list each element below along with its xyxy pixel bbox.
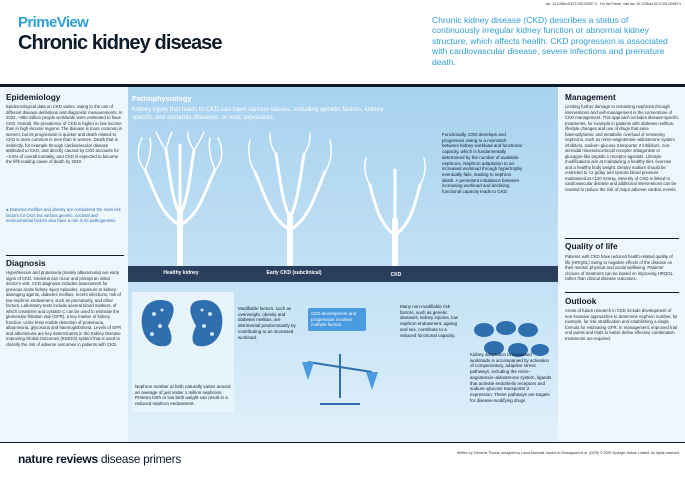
quality-of-life-heading: Quality of life bbox=[565, 241, 618, 251]
page-title: Chronic kidney disease bbox=[18, 32, 223, 54]
right-divider-1 bbox=[565, 238, 679, 239]
outlook-heading: Outlook bbox=[565, 296, 597, 306]
credit-line: Written by Clemens Thoma; designed by La… bbox=[456, 451, 680, 455]
management-body: Limiting further damage to remaining nep… bbox=[565, 104, 679, 192]
progression-bar bbox=[128, 266, 558, 282]
pathophysiology-intro: Kidney injury that leads to CKD can have… bbox=[132, 106, 386, 121]
scale-balance-icon bbox=[302, 354, 378, 405]
epidemiology-note: ● Diabetes mellitus and obesity are cons… bbox=[6, 207, 121, 223]
kidney-cluster-icon bbox=[474, 321, 549, 357]
doi-line: doi: 10.1038/s41572-025-00587-3 · For th… bbox=[545, 2, 681, 6]
brand-rest: disease primers bbox=[97, 452, 182, 466]
diagnosis-heading: Diagnosis bbox=[6, 258, 46, 268]
epidemiology-body: Epidemiological data on CKD varies, owin… bbox=[6, 104, 123, 164]
diagnosis-body: Hypertension and proteinuria (mainly alb… bbox=[6, 270, 122, 347]
adaptation-text: Kidney adaptation to increased workloads… bbox=[470, 352, 552, 403]
non-modifiable-factors-text: Many non-modifiable risk factors, such a… bbox=[400, 304, 459, 338]
management-heading: Management bbox=[565, 92, 616, 102]
outlook-body: Areas of future research in CKD include … bbox=[565, 308, 678, 341]
stage-ckd: CKD bbox=[390, 272, 402, 278]
modifiable-factors-text: Modifiable factors, such as overweight, … bbox=[238, 306, 296, 340]
quality-of-life-body: Patients with CKD have reduced health-re… bbox=[565, 254, 673, 281]
progression-arrow-icon bbox=[500, 268, 516, 280]
right-column bbox=[558, 87, 685, 442]
kidney-pair-icon bbox=[141, 300, 223, 347]
functional-text: Functionally, CKD develops and progresse… bbox=[442, 132, 523, 195]
stage-healthy-kidney: Healthy kidney bbox=[163, 270, 199, 276]
brand-bold: nature reviews bbox=[18, 452, 98, 466]
right-divider-2 bbox=[565, 292, 679, 293]
pathophysiology-heading: Pathophysiology bbox=[132, 94, 192, 103]
header-rule bbox=[0, 84, 685, 87]
journal-brand: nature reviews disease primers bbox=[18, 452, 181, 466]
stage-early-ckd: Early CKD (subclinical) bbox=[266, 270, 322, 276]
ckd-development-box: CKD development and progression involves… bbox=[308, 308, 366, 332]
nephron-number-text: Nephron number at birth naturally varies… bbox=[135, 384, 231, 407]
series-label: PrimeView bbox=[18, 14, 89, 31]
left-column bbox=[0, 87, 128, 442]
nephron-tree-illustration bbox=[137, 131, 426, 278]
left-divider bbox=[6, 255, 124, 256]
epidemiology-heading: Epidemiology bbox=[6, 92, 61, 102]
footer-rule bbox=[0, 442, 685, 443]
intro-text: Chronic kidney disease (CKD) describes a… bbox=[432, 15, 668, 67]
